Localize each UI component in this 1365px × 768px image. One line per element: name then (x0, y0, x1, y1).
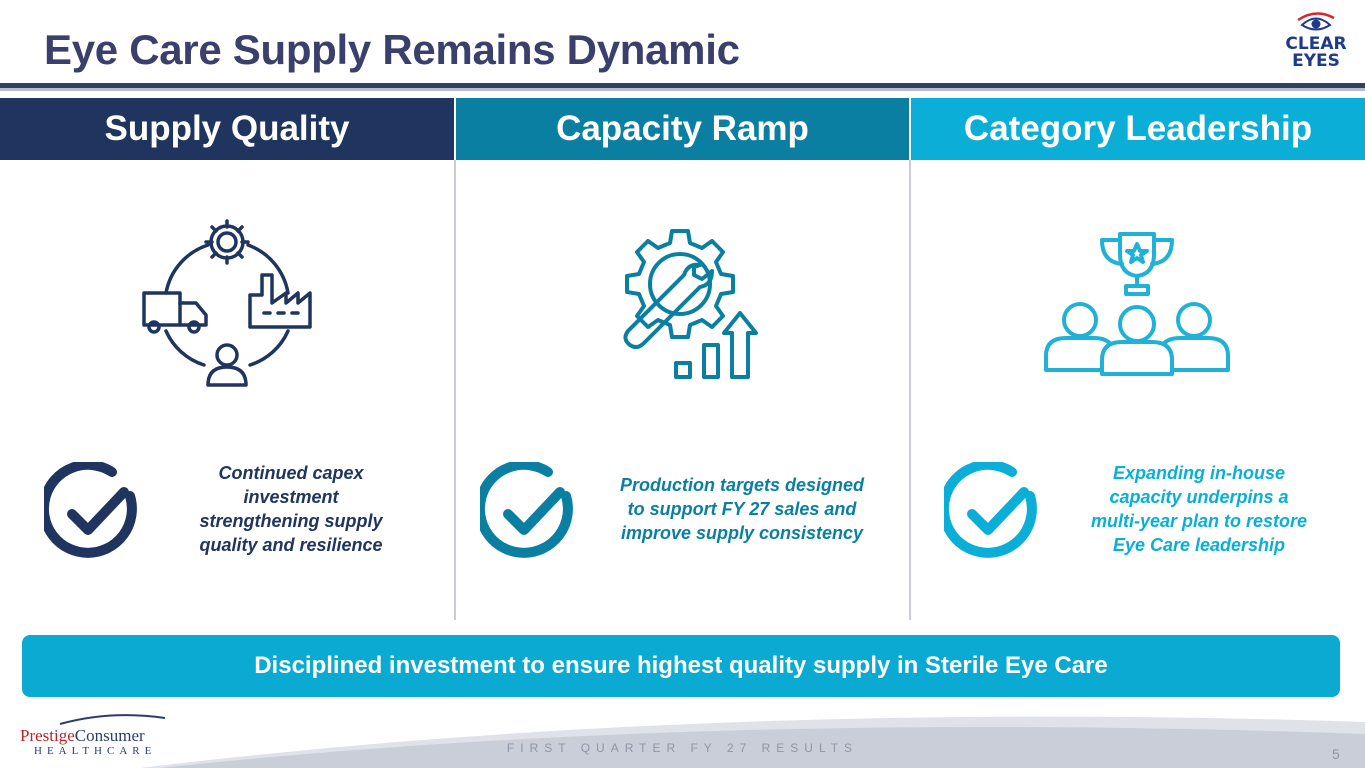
logo-word-clear: CLEAR (1285, 34, 1347, 54)
title-rule (0, 83, 1365, 88)
text-line: Production targets designed (619, 475, 865, 495)
footer-swoosh (140, 716, 1365, 768)
text-line: capacity underpins a (1109, 487, 1289, 507)
eye-icon (1297, 12, 1335, 31)
gear-wrench-growth-icon (623, 229, 758, 379)
check-circle-icon (480, 462, 573, 558)
text-line: improve supply consistency (620, 523, 864, 543)
page-number: 5 (1332, 746, 1340, 762)
text-line: Eye Care leadership (1112, 535, 1286, 555)
text-line: quality and resilience (199, 535, 383, 555)
check-circle-icon (944, 462, 1037, 558)
text-line: investment (243, 487, 339, 507)
text-line: Expanding in-house (1112, 463, 1285, 483)
text-line: to support FY 27 sales and (627, 499, 857, 519)
heading-capacity-ramp: Capacity Ramp (456, 98, 909, 160)
check-circle-icon (44, 462, 137, 558)
heading-supply-quality: Supply Quality (0, 98, 454, 160)
logo-healthcare: HEALTHCARE (34, 745, 157, 757)
logo-swash (59, 714, 166, 725)
logo-prestige: Prestige (20, 726, 75, 745)
title-rule-shadow (0, 88, 1365, 91)
prestige-consumer-healthcare-logo: PrestigeConsumer HEALTHCARE (20, 712, 170, 762)
text-line: strengthening supply (199, 511, 383, 531)
category-leadership-text: Expanding in-house capacity underpins a … (1068, 461, 1330, 557)
logo-consumer: Consumer (74, 726, 145, 745)
supply-quality-text: Continued capex investment strengthening… (176, 461, 406, 557)
logo-company-name: PrestigeConsumer (20, 726, 145, 746)
heading-category-leadership: Category Leadership (911, 98, 1365, 160)
logo-word-eyes: EYES (1292, 51, 1340, 71)
column-divider (454, 160, 456, 620)
text-line: Continued capex (218, 463, 364, 483)
clear-eyes-logo: CLEAR EYES (1278, 12, 1354, 72)
footer-label: FIRST QUARTER FY 27 RESULTS (506, 741, 859, 755)
trophy-team-icon (1044, 232, 1230, 376)
text-line: multi-year plan to restore (1090, 511, 1308, 531)
page-title: Eye Care Supply Remains Dynamic (44, 26, 740, 73)
summary-banner: Disciplined investment to ensure highest… (22, 635, 1340, 697)
supply-chain-cycle-icon (142, 219, 312, 387)
column-divider (909, 160, 911, 620)
capacity-ramp-text: Production targets designed to support F… (600, 473, 884, 545)
